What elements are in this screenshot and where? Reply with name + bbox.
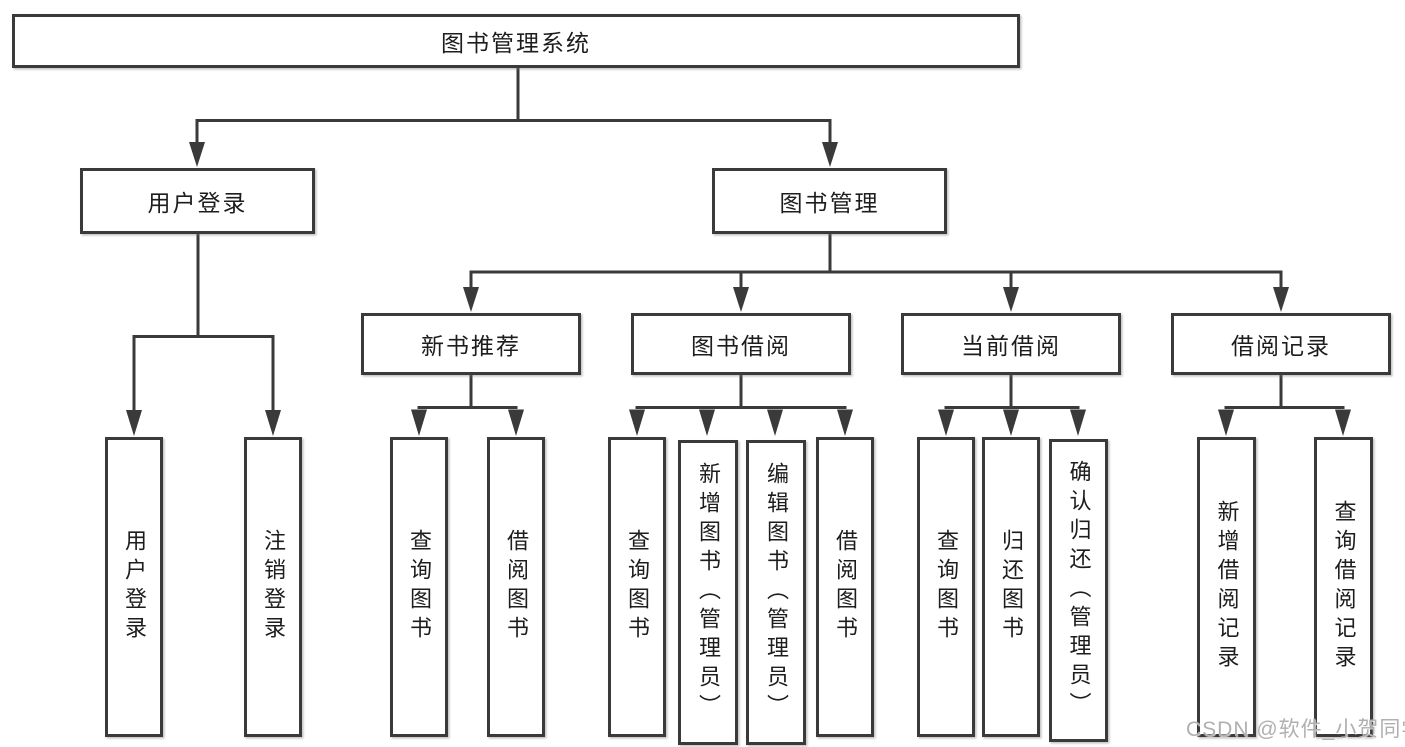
arrowhead-down: [629, 409, 645, 436]
connector-current-borrow-to-leaves: [938, 373, 1086, 436]
leaf-borrow-books-borrow: 借阅图书: [816, 437, 874, 737]
node-new-book-recommend: 新书推荐: [361, 313, 581, 375]
leaf-user-login: 用户登录: [105, 437, 163, 737]
connector-user-login-to-leaves: [126, 233, 281, 436]
arrowhead-down: [767, 409, 783, 436]
leaf-query-books-current: 查询图书: [917, 437, 975, 737]
leaf-query-books-recommend: 查询图书: [390, 437, 448, 737]
node-book-borrow: 图书借阅: [631, 313, 851, 375]
arrowhead-down: [1218, 409, 1234, 436]
node-borrow-records: 借阅记录: [1171, 313, 1391, 375]
connector-borrow-records-to-leaves: [1218, 373, 1351, 436]
arrowhead-down: [837, 409, 853, 436]
arrowhead-down: [1070, 409, 1086, 436]
arrowhead-down: [733, 287, 749, 312]
watermark: CSDN @软件_小贺同学: [1186, 718, 1405, 741]
leaf-return-book: 归还图书: [982, 437, 1040, 737]
leaf-query-books-borrow: 查询图书: [608, 437, 666, 737]
node-current-borrow: 当前借阅: [901, 313, 1121, 375]
leaf-logout: 注销登录: [244, 437, 302, 737]
node-book-management: 图书管理: [712, 168, 947, 234]
arrowhead-down: [189, 142, 205, 167]
node-user-login: 用户登录: [80, 168, 315, 234]
connector-book-borrow-to-leaves: [629, 373, 853, 436]
arrowhead-down: [699, 409, 715, 436]
leaf-add-book-admin: 新增图书（管理员）: [678, 440, 738, 745]
arrowhead-down: [126, 410, 142, 436]
arrowhead-down: [938, 409, 954, 436]
arrowhead-down: [265, 410, 281, 436]
arrowhead-down: [463, 287, 479, 312]
connector-book-management-to-level3: [463, 233, 1289, 312]
arrowhead-down: [1273, 287, 1289, 312]
leaf-add-borrow-record: 新增借阅记录: [1197, 437, 1256, 737]
arrowhead-down: [822, 142, 838, 167]
arrowhead-down: [1335, 409, 1351, 436]
arrowhead-down: [1003, 409, 1019, 436]
leaf-edit-book-admin: 编辑图书（管理员）: [746, 440, 806, 745]
arrowhead-down: [1003, 287, 1019, 312]
connector-recommend-to-leaves: [411, 373, 524, 436]
leaf-confirm-return-admin: 确认归还（管理员）: [1049, 439, 1108, 742]
connector-root-to-level2: [189, 67, 838, 167]
leaf-query-borrow-record: 查询借阅记录: [1314, 437, 1373, 737]
leaf-borrow-books-recommend: 借阅图书: [487, 437, 545, 737]
arrowhead-down: [411, 409, 427, 436]
node-root: 图书管理系统: [12, 14, 1020, 68]
arrowhead-down: [508, 409, 524, 436]
